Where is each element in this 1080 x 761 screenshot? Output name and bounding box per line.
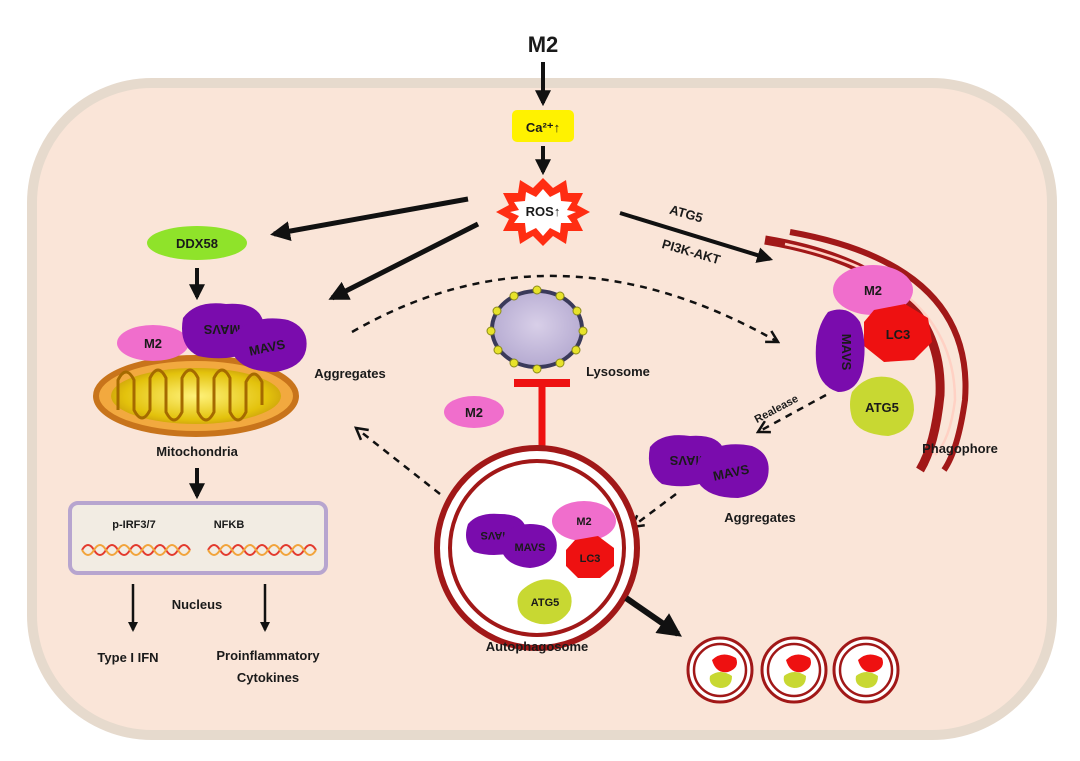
lysosome-label: Lysosome: [586, 364, 650, 379]
top-m2-label: M2: [528, 32, 559, 57]
ros-label: ROS↑: [526, 204, 561, 219]
autophagosome-atg5-blob: [517, 579, 572, 625]
arrow-to-degradation: [624, 595, 682, 637]
mitochondria-label: Mitochondria: [156, 444, 238, 459]
phagophore-mavs-label: MAVS: [839, 334, 854, 371]
mavs-right-blob-b: [695, 444, 769, 498]
ros-burst-inner: [510, 189, 576, 236]
autophagosome-m2-ellipse: [552, 501, 616, 541]
degraded-vesicle-1: [686, 636, 754, 704]
dna-helix-b: [207, 544, 317, 556]
phagophore-m2-ellipse: [833, 265, 913, 315]
phagophore-lc3-label: LC3: [886, 327, 911, 342]
degraded-vesicle-2: [760, 636, 828, 704]
calcium-box: [512, 110, 574, 142]
nucleus-factor-b: NFKB: [214, 519, 245, 531]
output-cytokines: Cytokines: [237, 670, 299, 685]
autophagosome-m2-label: M2: [576, 516, 591, 528]
lysosome-body: [490, 289, 584, 369]
output-type-i-ifn: Type I IFN: [97, 650, 158, 665]
nucleus-factor-a: p-IRF3/7: [112, 519, 155, 531]
autophagosome-lc3-label: LC3: [580, 553, 601, 565]
mitochondria-inner: [111, 368, 281, 424]
autophagosome-mavs-label-b: MAVS: [515, 542, 546, 554]
dna-helix-a: [81, 544, 191, 556]
lysosome-pumps: [486, 285, 588, 374]
nucleus-label: Nucleus: [172, 597, 223, 612]
autophagosome-atg5-label: ATG5: [531, 597, 560, 609]
aggregates-left-label: Aggregates: [314, 366, 386, 381]
mavs-mito-label-a: MAVS: [203, 322, 240, 337]
m2-inhibitor-label: M2: [465, 405, 483, 420]
phagophore-label: Phagophore: [922, 441, 998, 456]
arrow-ros-to-mavs: [328, 221, 480, 301]
m2-mito-label: M2: [144, 336, 162, 351]
arrow-ros-to-phagophore: [619, 211, 774, 263]
arrow-ros-to-ddx58: [270, 196, 469, 242]
ddx58-ellipse: [147, 226, 247, 260]
nucleus-box: [68, 501, 328, 575]
calcium-label: Ca²⁺↑: [526, 120, 560, 135]
aggregates-right-label: Aggregates: [724, 510, 796, 525]
arrow-aggregates-to-autophagosome: [632, 493, 677, 527]
phagophore-atg5-blob: [850, 376, 914, 436]
autophagosome-mavs-blob-b: [501, 524, 557, 568]
arrow-autophagosome-to-aggregates: [356, 428, 441, 495]
phagophore-lc3-shape: [864, 304, 932, 362]
m2-mito-ellipse: [117, 325, 189, 361]
phagophore-atg5-label: ATG5: [865, 400, 899, 415]
m2-inhibitor-ellipse: [444, 396, 504, 428]
mavs-mito-blob-b: [231, 318, 307, 372]
phagophore-mavs-blob: [815, 309, 865, 392]
phagophore-membrane: [764, 229, 969, 473]
phagophore-m2-label: M2: [864, 283, 882, 298]
autophagosome-lc3-shape: [566, 536, 614, 578]
autophagosome-label: Autophagosome: [486, 639, 589, 654]
degraded-vesicle-3: [832, 636, 900, 704]
dashed-arc-to-phagophore: [351, 274, 778, 342]
mitochondria-cristae: [116, 368, 264, 422]
ddx58-label: DDX58: [176, 236, 218, 251]
output-proinflammatory: Proinflammatory: [216, 648, 320, 663]
